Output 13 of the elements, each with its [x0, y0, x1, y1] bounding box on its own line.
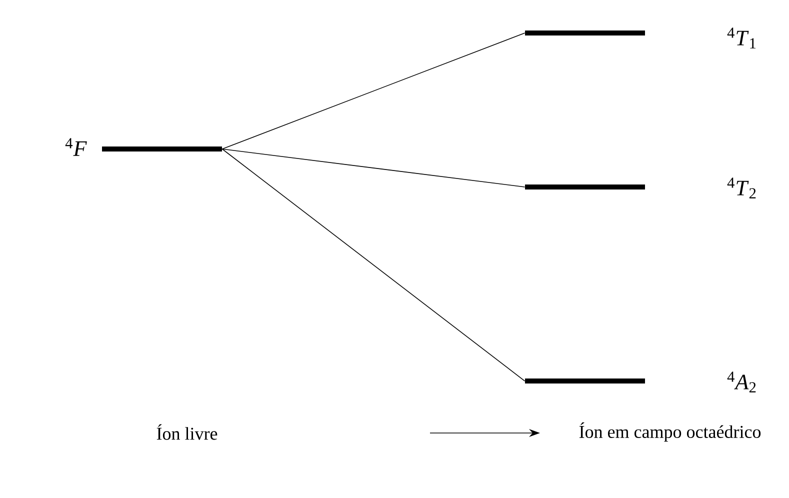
splitting-line	[222, 32, 526, 150]
term-symbol: $^{4}$T$_{1}$	[727, 28, 756, 48]
caption-text: Íon livre	[156, 424, 218, 440]
energy-level-bar	[102, 146, 222, 152]
term-symbol: $^{4}$F	[65, 138, 87, 156]
splitting-line	[222, 148, 526, 382]
splitting-line	[222, 148, 526, 188]
term-symbol: $^{4}$A$_{2}$	[727, 372, 756, 392]
caption-text: Íon em campo octaédrico	[579, 422, 761, 442]
energy-level-bar	[525, 378, 645, 384]
energy-level-bar	[525, 30, 645, 36]
energy-level-bar	[525, 184, 645, 190]
term-symbol: $^{4}$T$_{2}$	[727, 178, 756, 198]
